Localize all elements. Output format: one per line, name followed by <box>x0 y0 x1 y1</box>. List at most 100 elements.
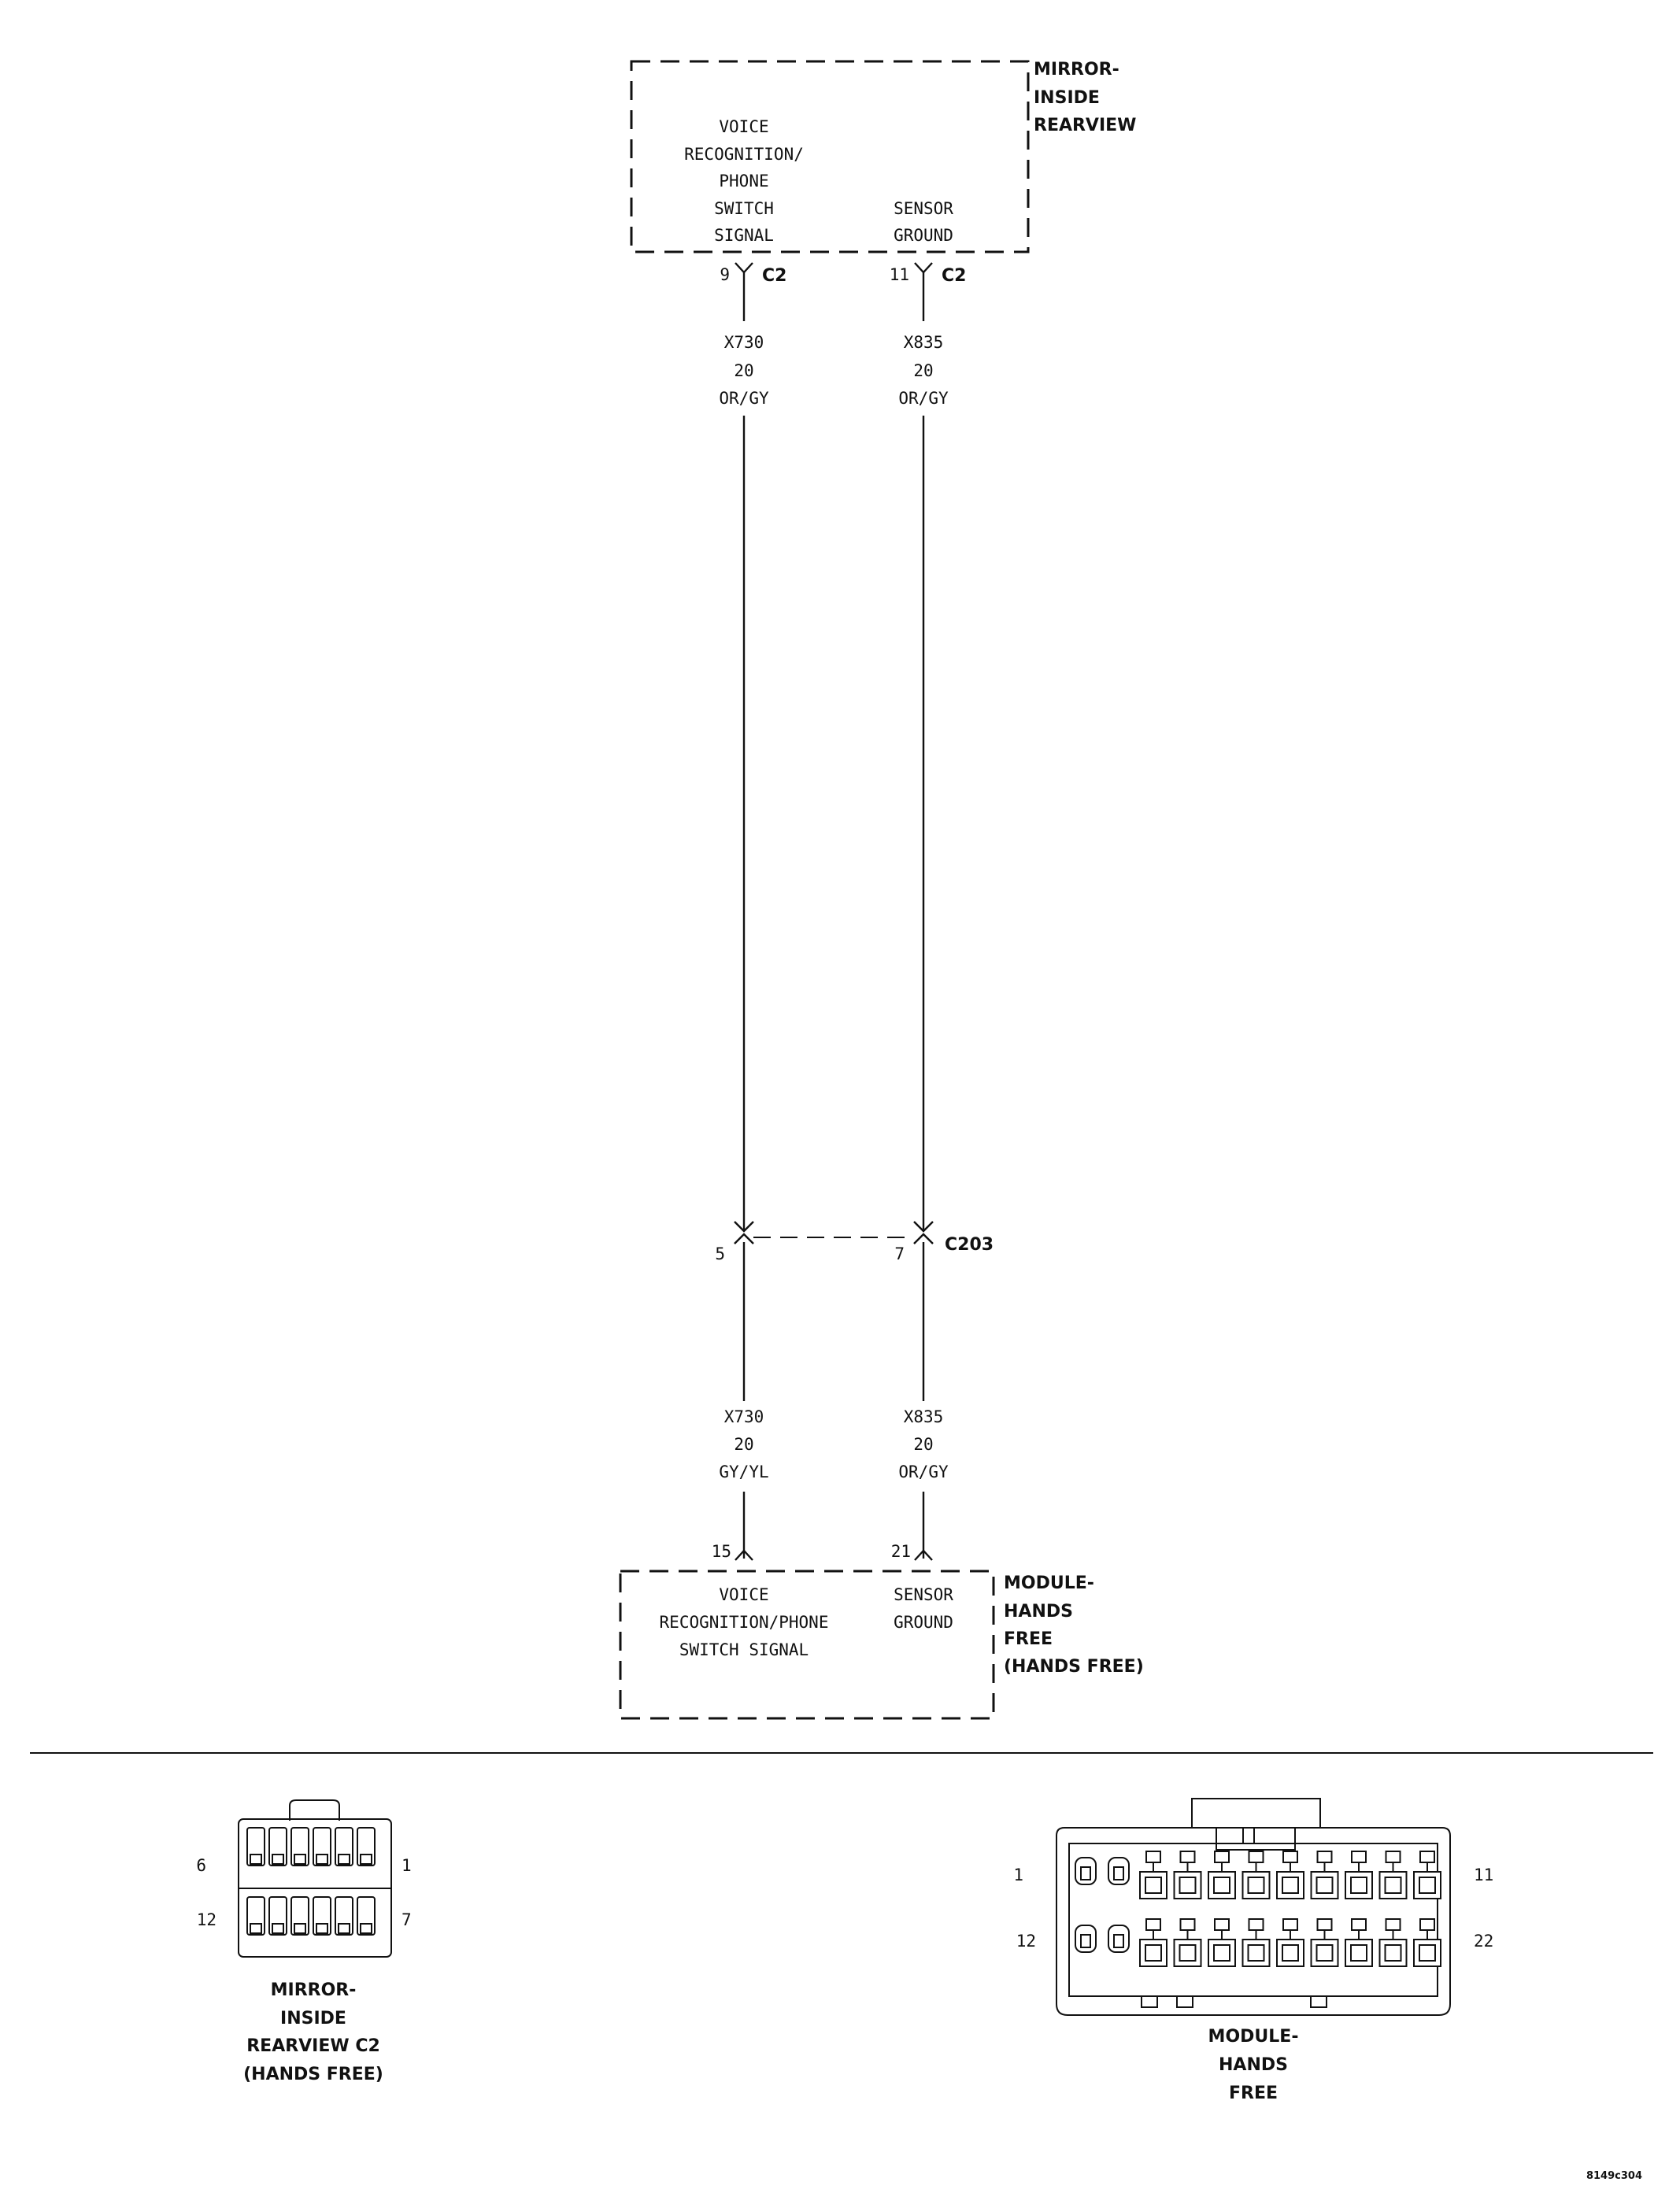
mirror-voice-func-line-2: RECOGNITION/ <box>684 145 804 164</box>
module-small-terminal <box>1113 1866 1124 1880</box>
wire-x730-upper-color: OR/GY <box>719 389 769 408</box>
mirror-pin-9-terminal <box>735 262 753 274</box>
mirror-voice-func-line-5: SIGNAL <box>714 226 774 245</box>
module-cavity-terminal <box>1419 1944 1436 1962</box>
mirror-c2-caption-line-1: MIRROR- <box>271 1980 357 2000</box>
module-connector-caption-line-3: FREE <box>1229 2084 1278 2103</box>
module-cavity <box>1378 1939 1408 1967</box>
module-cavity-lock <box>1145 1851 1161 1863</box>
module-cavity-terminal <box>1213 1877 1230 1894</box>
module-cavity-terminal <box>1282 1944 1299 1962</box>
module-cavity-lock <box>1282 1918 1298 1931</box>
module-cavity-lock <box>1351 1851 1367 1863</box>
module-connector-pin-22-label: 22 <box>1474 1932 1493 1951</box>
module-voice-func-line-3: SWITCH SIGNAL <box>679 1640 809 1659</box>
mirror-c2-pin-6-label: 6 <box>196 1856 206 1875</box>
mirror-label-line-1: MIRROR- <box>1034 60 1119 80</box>
c203-female-terminal-voice <box>734 1233 754 1244</box>
module-cavity-terminal <box>1179 1877 1197 1894</box>
mirror-ground-func-line-1: SENSOR <box>894 199 953 218</box>
mirror-c2-terminal <box>250 1854 262 1865</box>
wire-x730-lower-circuit: X730 <box>724 1407 764 1426</box>
module-cavity-lock <box>1179 1851 1196 1863</box>
c203-male-terminal-voice <box>734 1221 754 1233</box>
module-cavity <box>1276 1871 1304 1899</box>
module-cavity-terminal <box>1247 1944 1265 1962</box>
wire-x730-lower-color: GY/YL <box>719 1463 768 1481</box>
wire-x835-upper-label: X835 20 OR/GY <box>898 333 949 408</box>
module-cavity-lock <box>1214 1851 1230 1863</box>
module-cavity-terminal <box>1350 1877 1367 1894</box>
wire-x835-upper-gauge: 20 <box>913 361 933 380</box>
mirror-c2-terminal <box>272 1854 284 1865</box>
module-pin-21-label: 21 <box>891 1542 911 1561</box>
module-voice-function: VOICE RECOGNITION/PHONE SWITCH SIGNAL <box>660 1585 829 1659</box>
wire-x835-upper-color: OR/GY <box>898 389 949 408</box>
module-connector-housing-inner <box>1068 1843 1438 1997</box>
module-connector-foot-left <box>1141 1995 1158 2008</box>
mirror-c2-terminal <box>338 1923 350 1934</box>
mirror-pin-9-label: 9 <box>720 265 730 284</box>
c203-connector-label: C203 <box>945 1235 994 1255</box>
module-cavity-lock <box>1214 1918 1230 1931</box>
module-cavity-lock <box>1248 1851 1264 1863</box>
wire-x835-lower-color: OR/GY <box>898 1463 949 1481</box>
mirror-c2-caption-line-4: (HANDS FREE) <box>243 2065 383 2084</box>
module-connector-latch-key <box>1242 1827 1255 1844</box>
module-ground-function: SENSOR GROUND <box>894 1585 953 1632</box>
mirror-c2-terminal <box>316 1923 328 1934</box>
module-cavity-lock <box>1419 1851 1435 1863</box>
inline-connector-c203: 5 7 C203 <box>715 1221 994 1263</box>
mirror-c2-terminal <box>294 1854 306 1865</box>
module-cavity-terminal <box>1350 1944 1367 1962</box>
module-cavity <box>1139 1939 1167 1967</box>
mirror-pin-11-terminal <box>914 262 933 274</box>
mirror-label-line-3: REARVIEW <box>1034 116 1136 135</box>
module-connector-latch <box>1191 1798 1321 1828</box>
module-cavity-lock <box>1385 1851 1401 1863</box>
module-cavity-lock <box>1248 1918 1264 1931</box>
c203-pin-7-label: 7 <box>894 1244 905 1263</box>
module-cavity-terminal <box>1282 1877 1299 1894</box>
wire-x835-lower-circuit: X835 <box>904 1407 944 1426</box>
module-cavity-terminal <box>1145 1877 1162 1894</box>
mirror-component-box <box>630 60 1030 253</box>
mirror-c2-pin-7-label: 7 <box>401 1910 412 1929</box>
mirror-c2-terminal <box>294 1923 306 1934</box>
module-cavity <box>1208 1939 1236 1967</box>
module-cavity-lock <box>1316 1918 1333 1931</box>
module-small-terminal <box>1080 1934 1091 1948</box>
c203-male-terminal-ground <box>913 1221 934 1233</box>
module-cavity-lock <box>1419 1918 1435 1931</box>
module-cavity-terminal <box>1213 1944 1230 1962</box>
mirror-c2-terminal <box>272 1923 284 1934</box>
mirror-connector-c2-label-voice: C2 <box>762 266 786 286</box>
module-cavity-terminal <box>1247 1877 1265 1894</box>
module-pin-15-label: 15 <box>712 1542 731 1561</box>
mirror-voice-function: VOICE RECOGNITION/ PHONE SWITCH SIGNAL <box>684 117 804 245</box>
module-connector-latch-inner <box>1216 1828 1296 1851</box>
module-connector-foot-right <box>1310 1995 1327 2008</box>
module-connector-pin-1-label: 1 <box>1013 1866 1023 1884</box>
mirror-voice-func-line-1: VOICE <box>719 117 768 136</box>
wire-x835-lower-label: X835 20 OR/GY <box>898 1407 949 1481</box>
module-label-line-4: (HANDS FREE) <box>1004 1657 1144 1677</box>
mirror-c2-caption-line-3: REARVIEW C2 <box>246 2036 380 2056</box>
module-connector-view: 1 11 12 22 <box>1013 1798 1493 2016</box>
module-ground-func-line-2: GROUND <box>894 1613 953 1632</box>
wire-x835-upper-circuit: X835 <box>904 333 944 352</box>
module-connector-housing <box>1056 1827 1451 2016</box>
mirror-c2-terminal <box>316 1854 328 1865</box>
module-component-box <box>619 1570 995 1720</box>
mirror-c2-terminal <box>338 1854 350 1865</box>
wire-x730-lower-gauge: 20 <box>734 1435 753 1454</box>
c203-pin-5-label: 5 <box>715 1244 725 1263</box>
mirror-c2-caption-line-2: INSIDE <box>280 2009 346 2028</box>
module-component-label: MODULE- HANDS FREE (HANDS FREE) <box>1004 1573 1144 1677</box>
mirror-c2-pin-12-label: 12 <box>197 1910 216 1929</box>
mirror-ground-func-line-2: GROUND <box>894 226 953 245</box>
module-small-terminal <box>1113 1934 1124 1948</box>
module-cavity-terminal <box>1145 1944 1162 1962</box>
mirror-connector-c2-label-ground: C2 <box>942 266 966 286</box>
